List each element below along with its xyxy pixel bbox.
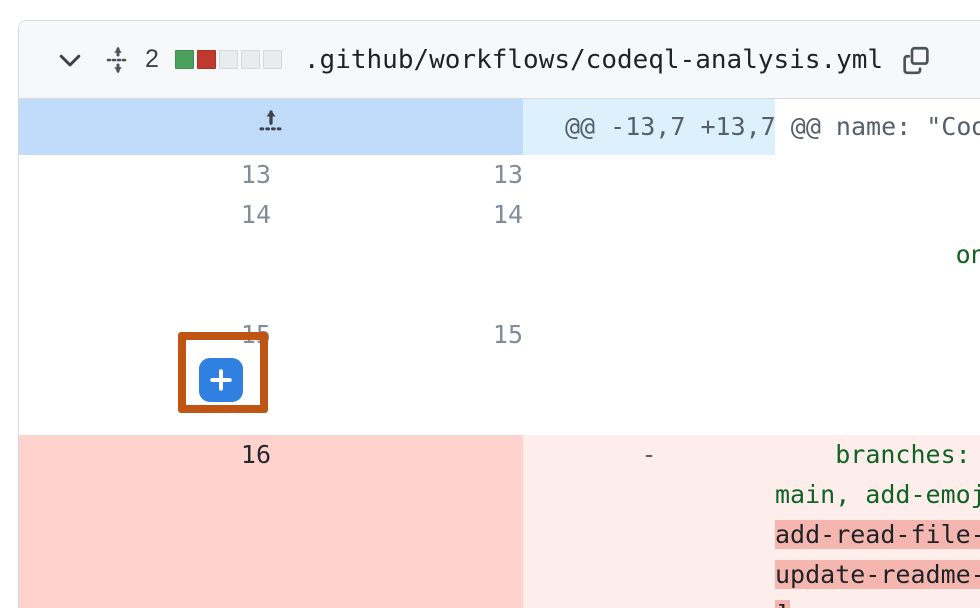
diffstat-block-empty xyxy=(262,50,282,69)
line-code xyxy=(775,155,980,195)
file-path[interactable]: .github/workflows/codeql-analysis.yml xyxy=(303,44,884,75)
yaml-key: on: xyxy=(955,240,980,269)
line-marker: - xyxy=(523,435,775,608)
diffstat-block-empty xyxy=(240,50,260,69)
diff-row-context: 14 14 on: xyxy=(19,195,980,315)
line-code: push: xyxy=(775,315,980,435)
line-number-new[interactable]: 14 xyxy=(271,195,523,315)
file-header: 2 .github/workflows/codeql-analysis.yml xyxy=(19,21,980,99)
line-number-new[interactable]: 15 xyxy=(271,315,523,435)
code-segment-key: branches: [ main, add-emoji, xyxy=(775,440,980,509)
expand-up-icon xyxy=(254,105,288,139)
line-number-new[interactable]: 13 xyxy=(271,155,523,195)
diffstat xyxy=(174,50,282,69)
diffstat-block-empty xyxy=(218,50,238,69)
diff-table: @@ -13,7 +13,7 @@ name: "CodeQL" 13 13 1… xyxy=(19,99,980,608)
line-number-old[interactable]: 16 xyxy=(19,435,271,608)
line-number-old[interactable]: 13 xyxy=(19,155,271,195)
expand-up-button[interactable] xyxy=(19,99,523,155)
add-inline-comment-button[interactable] xyxy=(199,358,243,402)
line-marker xyxy=(523,195,775,315)
line-number-old[interactable]: 14 xyxy=(19,195,271,315)
line-code: branches: [ main, add-emoji, add-read-fi… xyxy=(775,435,980,608)
hunk-expand-up-row[interactable]: @@ -13,7 +13,7 @@ name: "CodeQL" xyxy=(19,99,980,155)
line-marker xyxy=(523,315,775,435)
diff-row-context: 15 15 push: xyxy=(19,315,980,435)
diffstat-block-add xyxy=(174,50,194,69)
copy-icon[interactable] xyxy=(897,41,935,79)
diff-body: @@ -13,7 +13,7 @@ name: "CodeQL" 13 13 1… xyxy=(19,99,980,608)
file-diff-card: 2 .github/workflows/codeql-analysis.yml xyxy=(18,20,980,608)
line-number-new[interactable] xyxy=(271,435,523,608)
plus-icon xyxy=(210,369,232,391)
line-code: on: xyxy=(775,195,980,315)
diff-row-deleted: 16 - branches: [ main, add-emoji, add-re… xyxy=(19,435,980,608)
diff-row-context: 13 13 xyxy=(19,155,980,195)
move-vertical-icon[interactable] xyxy=(101,43,135,77)
chevron-down-icon[interactable] xyxy=(53,43,87,77)
word-diff-highlight: add-read-file-1, update-readme-5 ] xyxy=(775,520,980,608)
hunk-header-text: @@ -13,7 +13,7 @@ name: "CodeQL" xyxy=(523,99,980,155)
yaml-key: push: xyxy=(956,360,980,389)
line-marker xyxy=(523,155,775,195)
diffstat-block-del xyxy=(196,50,216,69)
change-count: 2 xyxy=(145,45,159,73)
